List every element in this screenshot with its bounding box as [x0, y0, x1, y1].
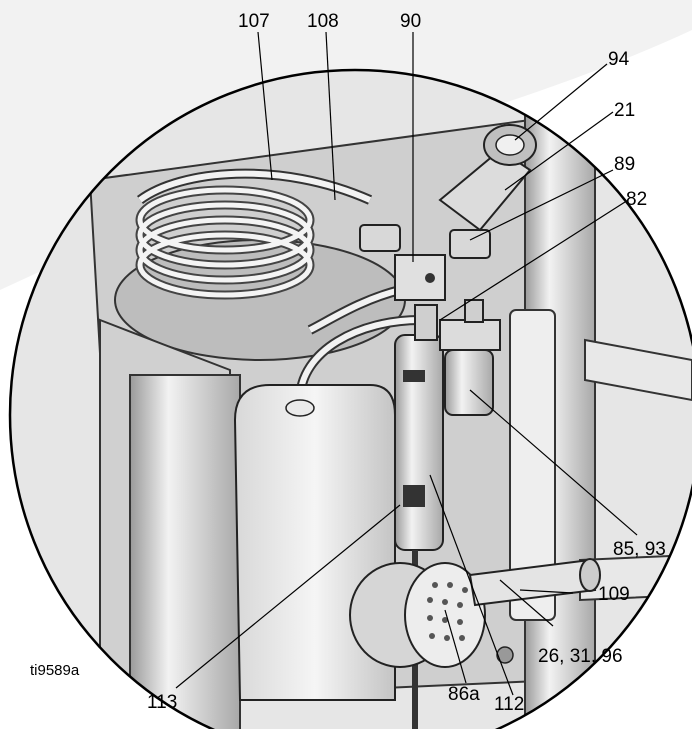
figure-id: ti9589a: [30, 662, 80, 679]
leader-lines: [175, 31, 638, 696]
callout-26-31-96: 26, 31, 96: [538, 646, 623, 667]
valve: [444, 349, 494, 416]
callout-112: 112: [494, 694, 524, 715]
callout-89: 89: [614, 154, 635, 175]
detail-view: [10, 70, 692, 729]
detail-circle: [8, 68, 692, 729]
callout-86a: 86a: [448, 684, 480, 705]
callout-90: 90: [400, 11, 421, 32]
callout-21: 21: [614, 100, 635, 121]
callout-labels: 107 108 90 94 21 89 82 85, 93 109 26, 31…: [30, 11, 666, 715]
callout-109: 109: [598, 584, 630, 605]
callout-94: 94: [608, 49, 630, 70]
callout-113: 113: [147, 692, 177, 713]
callout-82: 82: [626, 189, 647, 210]
inline-cartridge: [394, 334, 444, 551]
callout-85-93: 85, 93: [613, 539, 666, 560]
callout-107: 107: [238, 11, 270, 32]
fitting-block: [394, 254, 446, 301]
callout-108: 108: [307, 11, 339, 32]
